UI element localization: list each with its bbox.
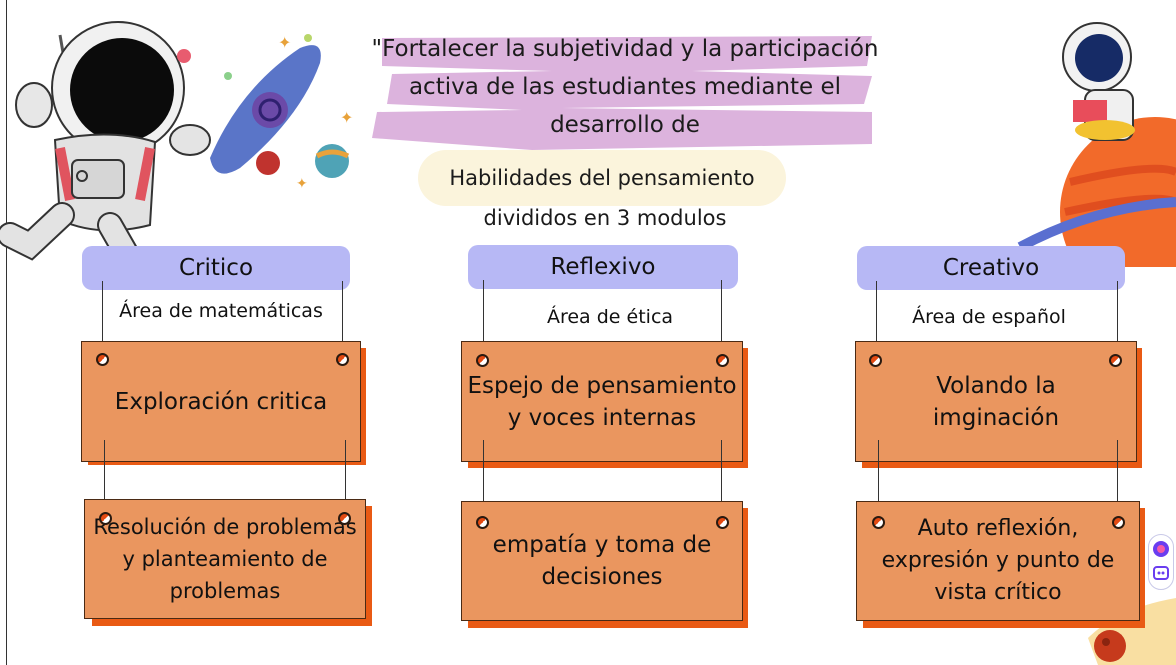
hanging-line [342, 281, 343, 356]
card-exploracion-critica: Exploración critica [81, 341, 361, 462]
astronaut-icon [0, 21, 211, 273]
modules-subtitle: divididos en 3 modulos [483, 206, 727, 230]
main-title: "Fortalecer la subjetividad y la partici… [371, 36, 879, 138]
module-reflexivo-header: Reflexivo [468, 245, 738, 289]
card-volando-imaginacion: Volando la imginación [855, 341, 1137, 462]
pin-icon [96, 353, 109, 366]
hanging-line [876, 281, 877, 356]
card-text: Espejo de pensamiento y voces internas [467, 372, 737, 431]
card-auto-reflexion: Auto reflexión, expresión y punto de vis… [856, 501, 1140, 621]
hanging-line [104, 440, 105, 522]
hanging-line [483, 440, 484, 522]
highlight-text: Habilidades del pensamiento [449, 166, 755, 190]
module-creativo-label: Creativo [942, 255, 1040, 281]
module-creativo-area: Área de español [912, 306, 1066, 328]
svg-text:✦: ✦ [278, 33, 291, 52]
pin-icon [338, 512, 351, 525]
card-resolucion-problemas: Resolución de problemas y planteamiento … [84, 499, 366, 619]
highlight-pill: Habilidades del pensamiento [418, 150, 786, 206]
meteor-icon [1088, 598, 1176, 665]
card-espejo-pensamiento: Espejo de pensamiento y voces internas [461, 341, 743, 462]
module-critico-label: Critico [178, 255, 254, 281]
hanging-line [721, 440, 722, 522]
pin-icon [476, 516, 489, 529]
side-widget[interactable] [1148, 534, 1174, 590]
card-text: Resolución de problemas y planteamiento … [93, 515, 357, 603]
module-reflexivo-label: Reflexivo [550, 254, 656, 280]
card-text: Volando la imginación [932, 372, 1060, 431]
pin-icon [1109, 354, 1122, 367]
hanging-line [1117, 440, 1118, 522]
pin-icon [869, 354, 882, 367]
pin-icon [872, 516, 885, 529]
hanging-line [1117, 281, 1118, 356]
module-critico-header: Critico [82, 246, 350, 290]
pin-icon [476, 354, 489, 367]
hanging-line [878, 440, 879, 522]
title-brush-stroke [372, 36, 872, 150]
galaxy-icon: ✦ ✦ ✦ [210, 33, 353, 192]
svg-text:✦: ✦ [296, 176, 308, 192]
hanging-line [345, 440, 346, 522]
ai-assistant-icon[interactable] [1149, 535, 1173, 589]
hanging-line [102, 281, 103, 356]
astronaut-on-planet-icon [1017, 22, 1176, 267]
module-creativo-header: Creativo [857, 246, 1125, 290]
pin-icon [336, 353, 349, 366]
card-text: Exploración critica [114, 388, 328, 415]
card-empatia: empatía y toma de decisiones [461, 501, 743, 621]
pin-icon [716, 516, 729, 529]
left-border-line [6, 0, 7, 665]
hanging-line [483, 280, 484, 355]
pin-icon [716, 354, 729, 367]
pin-icon [1112, 516, 1125, 529]
svg-text:✦: ✦ [340, 108, 353, 127]
pin-icon [99, 512, 112, 525]
module-reflexivo-area: Área de ética [546, 306, 674, 328]
module-critico-area: Área de matemáticas [119, 300, 323, 322]
card-text: empatía y toma de decisiones [492, 532, 712, 590]
hanging-line [721, 280, 722, 355]
card-text: Auto reflexión, expresión y punto de vis… [881, 516, 1115, 605]
